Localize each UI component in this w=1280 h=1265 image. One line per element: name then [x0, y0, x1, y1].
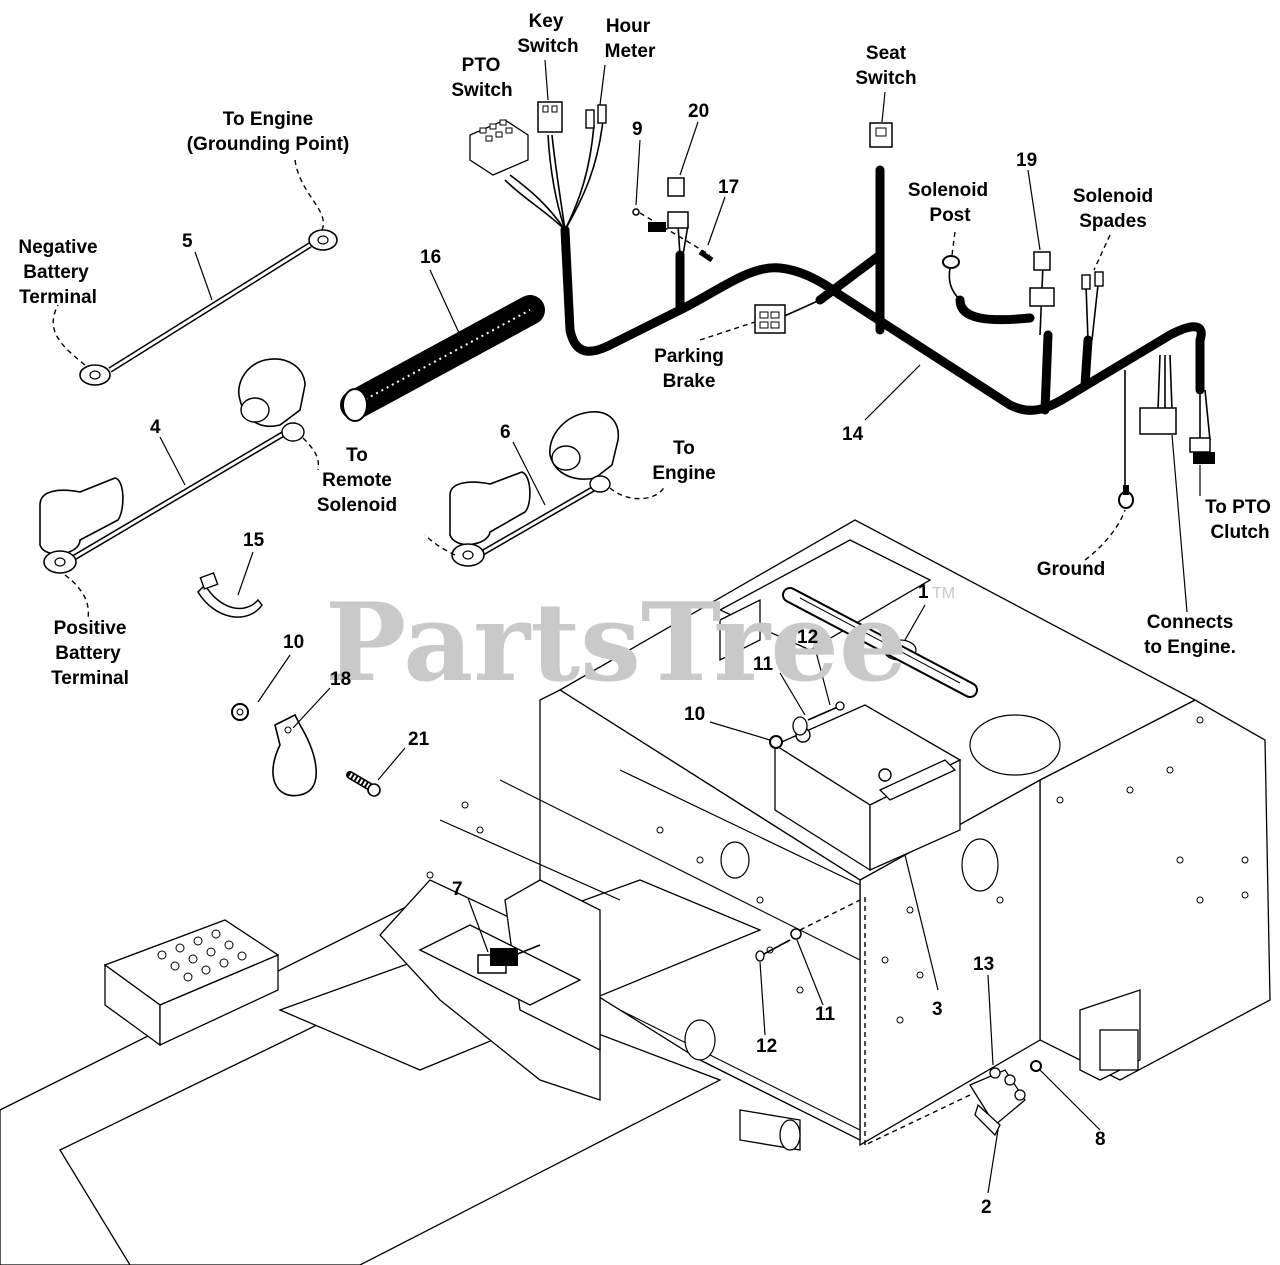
- label-solenoid-post-line2: Post: [929, 205, 971, 226]
- callout-8: 8: [1095, 1129, 1106, 1150]
- callout-1: 1: [918, 582, 929, 603]
- label-parking-brake-line2: Brake: [663, 371, 716, 392]
- battery-hold-down-bar: [782, 587, 978, 698]
- chassis-frame: [0, 519, 1271, 1265]
- label-positive-battery-line2: Battery: [55, 643, 121, 664]
- bolt-12-lower: [755, 899, 861, 962]
- label-to-remote-solenoid-line2: Remote: [322, 470, 392, 491]
- label-ground: Ground: [1037, 559, 1106, 580]
- callout-3: 3: [932, 999, 943, 1020]
- label-solenoid-spades-line2: Spades: [1079, 211, 1147, 232]
- label-to-pto-clutch-line1: To PTO: [1205, 497, 1271, 518]
- label-positive-battery-line1: Positive: [54, 618, 127, 639]
- label-parking-brake-line1: Parking: [654, 346, 724, 367]
- label-solenoid-post-line1: Solenoid: [908, 180, 988, 201]
- label-negative-battery-line1: Negative: [18, 237, 97, 258]
- wiring-harness: [504, 119, 1211, 490]
- callout-10-middle: 10: [684, 704, 705, 725]
- callout-12-top: 12: [797, 627, 818, 648]
- label-to-pto-clutch-line2: Clutch: [1210, 522, 1269, 543]
- callout-18: 18: [330, 669, 351, 690]
- callout-16: 16: [420, 247, 441, 268]
- battery-hardware: [769, 701, 845, 749]
- callout-12-bottom: 12: [756, 1036, 777, 1057]
- callout-9: 9: [632, 119, 643, 140]
- label-to-remote-solenoid-line1: To: [346, 445, 368, 466]
- label-to-engine-ground-line1: To Engine: [223, 109, 313, 130]
- label-hour-meter-line1: Hour: [606, 16, 651, 37]
- split-loom-conduit: [340, 295, 545, 422]
- label-pto-switch-line1: PTO: [462, 55, 501, 76]
- harness-connectors: [469, 101, 1215, 509]
- text-labels: PTO Switch Key Switch Hour Meter Seat Sw…: [18, 11, 1271, 689]
- label-key-switch-line1: Key: [529, 11, 564, 32]
- callout-11-bottom: 11: [815, 1004, 836, 1025]
- callout-2: 2: [981, 1197, 992, 1218]
- label-negative-battery-line3: Terminal: [19, 287, 97, 308]
- label-hour-meter-line2: Meter: [605, 41, 656, 62]
- label-connects-to-engine-line2: to Engine.: [1144, 637, 1236, 658]
- switch-7: [477, 944, 541, 974]
- callout-5: 5: [182, 231, 193, 252]
- callout-11-top: 11: [753, 654, 774, 675]
- clamp-hardware: [231, 703, 381, 797]
- callout-7: 7: [452, 879, 463, 900]
- label-to-engine-line2: Engine: [652, 463, 715, 484]
- callout-21: 21: [408, 729, 430, 750]
- label-key-switch-line2: Switch: [517, 36, 578, 57]
- negative-battery-cable: [52, 159, 338, 386]
- label-pto-switch-line2: Switch: [451, 80, 512, 101]
- watermark: PartsTree: [325, 580, 908, 706]
- callout-15: 15: [243, 530, 265, 551]
- label-positive-battery-line3: Terminal: [51, 668, 129, 689]
- watermark-trademark: TM: [932, 585, 955, 602]
- callout-20: 20: [688, 101, 709, 122]
- callout-10-left: 10: [283, 632, 304, 653]
- callout-4: 4: [150, 417, 161, 438]
- callout-13: 13: [973, 954, 994, 975]
- leader-lines: [159, 59, 1201, 1194]
- engine-cable: [424, 411, 666, 567]
- callout-19: 19: [1016, 150, 1037, 171]
- label-to-engine-ground-line2: (Grounding Point): [187, 134, 350, 155]
- solenoid: [864, 895, 1042, 1146]
- label-connects-to-engine-line1: Connects: [1147, 612, 1234, 633]
- label-solenoid-spades-line1: Solenoid: [1073, 186, 1153, 207]
- callout-6: 6: [500, 422, 511, 443]
- label-seat-switch-line1: Seat: [866, 43, 907, 64]
- label-to-remote-solenoid-line3: Solenoid: [317, 495, 397, 516]
- cable-tie: [197, 572, 263, 618]
- battery: [773, 704, 962, 872]
- callout-14: 14: [842, 424, 864, 445]
- callout-17: 17: [718, 177, 739, 198]
- positive-battery-cable: [39, 358, 320, 619]
- label-seat-switch-line2: Switch: [855, 68, 916, 89]
- label-negative-battery-line2: Battery: [23, 262, 89, 283]
- label-to-engine-line1: To: [673, 438, 695, 459]
- callout-numbers: 5 16 4 6 15 10 18 21 9 20 17 19 14 1 12 …: [150, 101, 1106, 1218]
